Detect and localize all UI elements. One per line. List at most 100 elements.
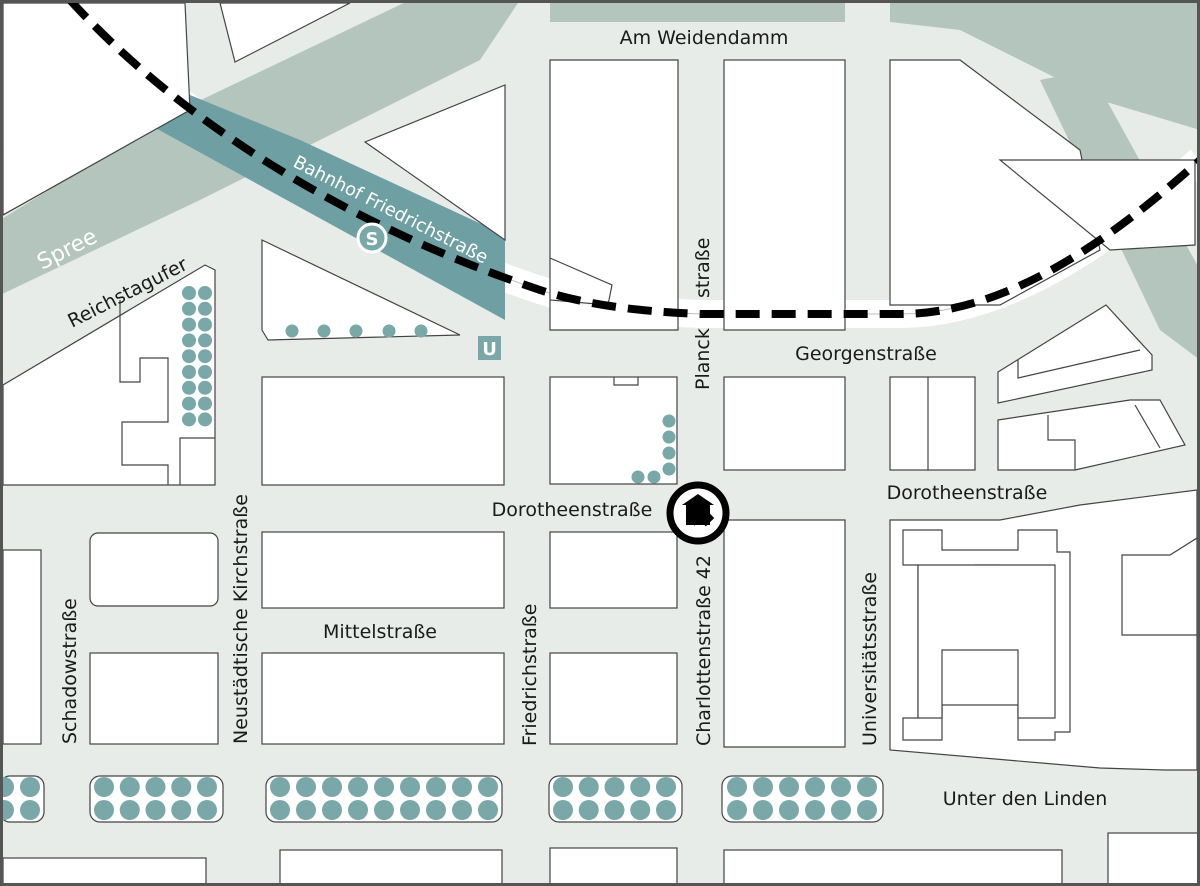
- tree-icon: [20, 777, 40, 797]
- tree-icon: [171, 777, 192, 797]
- tree-icon: [197, 800, 217, 820]
- tree-icon: [753, 800, 773, 820]
- sbahn-icon[interactable]: S: [356, 222, 388, 254]
- tree-icon: [182, 412, 196, 427]
- tree-icon: [374, 800, 394, 820]
- block: [723, 376, 846, 471]
- tree-icon: [426, 800, 446, 820]
- label-unter-den-linden: Unter den Linden: [943, 788, 1107, 810]
- tree-icon: [400, 800, 420, 820]
- tree-icon: [198, 365, 212, 379]
- block: [3, 857, 207, 883]
- tree-icon: [182, 396, 196, 411]
- block: [219, 3, 351, 63]
- location-marker-icon[interactable]: [666, 481, 730, 545]
- tree-icon: [182, 380, 196, 395]
- tree-icon: [831, 777, 851, 797]
- tree-icon: [296, 777, 316, 797]
- tree-icon: [374, 777, 394, 797]
- label-planck-part1: Planck: [692, 328, 714, 390]
- tree-icon: [296, 800, 316, 820]
- label-planck-part2: straße: [692, 238, 714, 298]
- tree-icon: [831, 800, 851, 820]
- tree-icon: [145, 800, 166, 820]
- tree-icon: [349, 324, 363, 338]
- tree-icon: [857, 800, 877, 820]
- block: [261, 376, 505, 486]
- tree-icon: [452, 800, 472, 820]
- tree-icon: [727, 777, 747, 797]
- tree-icon: [322, 800, 342, 820]
- tree-icon: [630, 800, 651, 820]
- tree-icon: [171, 800, 192, 820]
- tree-icon: [553, 777, 573, 797]
- block: [998, 159, 1196, 251]
- tree-icon: [662, 462, 676, 476]
- tree-icon: [182, 349, 196, 364]
- block: [261, 531, 505, 609]
- tree-icon: [182, 301, 196, 316]
- label-charlottenstrasse: Charlottenstraße 42: [693, 555, 715, 746]
- tree-icon: [182, 333, 196, 348]
- tree-icon: [198, 412, 212, 427]
- block: [261, 652, 505, 745]
- block: [723, 59, 846, 331]
- tree-icon: [182, 286, 196, 300]
- block: [549, 59, 679, 331]
- tree-icon: [662, 414, 676, 428]
- tree-icon: [270, 777, 290, 797]
- label-dorotheenstrasse-east: Dorotheenstraße: [887, 482, 1048, 504]
- tree-icon: [3, 777, 14, 797]
- label-mittelstrasse: Mittelstraße: [323, 621, 437, 643]
- water-top-right: [890, 3, 1197, 130]
- tree-icon: [198, 286, 212, 300]
- block: [889, 59, 1101, 306]
- tree-icon: [94, 777, 114, 797]
- tree-icon: [182, 317, 196, 332]
- tree-icon: [198, 317, 212, 332]
- tree-icon: [753, 777, 773, 797]
- tree-icon: [478, 800, 498, 820]
- block: [89, 652, 219, 745]
- tree-icon: [426, 777, 446, 797]
- block: [997, 304, 1153, 404]
- tree-icon: [285, 324, 299, 338]
- tree-icon: [119, 777, 140, 797]
- tree-icon: [857, 777, 877, 797]
- tree-icon: [145, 777, 166, 797]
- tree-icon: [197, 777, 217, 797]
- block: [997, 399, 1186, 471]
- tree-icon: [94, 800, 114, 820]
- ubahn-icon[interactable]: U: [478, 336, 501, 360]
- block: [549, 652, 678, 745]
- tree-icon: [3, 800, 14, 820]
- label-dorotheenstrasse-west: Dorotheenstraße: [492, 499, 653, 521]
- block: [363, 84, 506, 242]
- block: [889, 376, 976, 471]
- block: [279, 849, 503, 883]
- block-detail: [1047, 415, 1076, 470]
- tree-icon: [604, 800, 625, 820]
- tree-icon: [382, 324, 396, 338]
- tree-icon: [631, 470, 645, 484]
- tree-icon: [656, 777, 676, 797]
- block: [1121, 537, 1197, 636]
- tree-icon: [198, 301, 212, 316]
- tree-icon: [662, 446, 676, 460]
- block: [1107, 832, 1197, 883]
- tree-icon: [604, 777, 625, 797]
- trees: [3, 286, 877, 820]
- block-detail: [119, 300, 169, 485]
- tree-icon: [553, 800, 573, 820]
- tree-icon: [270, 800, 290, 820]
- tree-icon: [198, 396, 212, 411]
- water-top: [550, 3, 845, 22]
- tree-icon: [647, 470, 661, 484]
- tree-icon: [805, 800, 825, 820]
- university-court-outline: [917, 564, 1056, 719]
- label-schadowstrasse: Schadowstraße: [59, 598, 81, 744]
- block: [261, 239, 461, 341]
- tree-icon: [478, 777, 498, 797]
- tree-icon: [198, 349, 212, 364]
